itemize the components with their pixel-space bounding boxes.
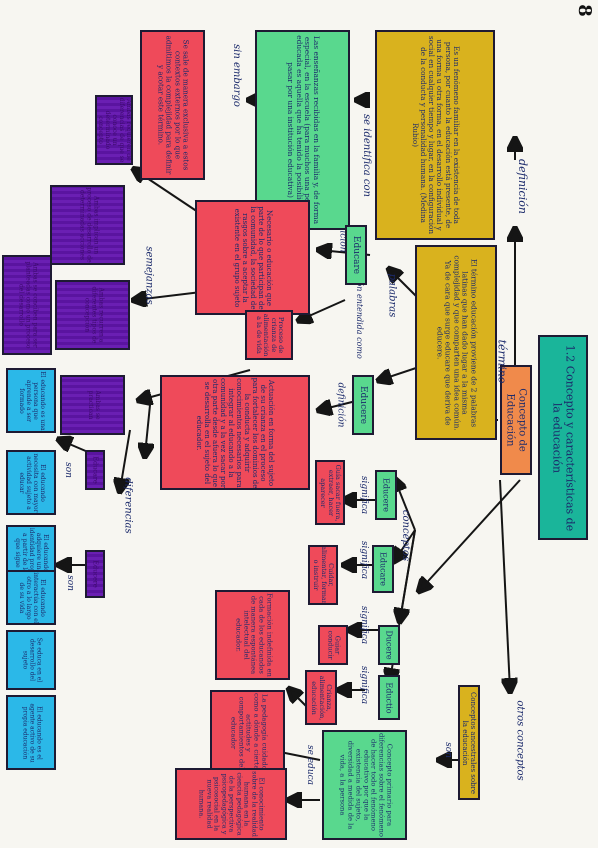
entendida-box: Proceso de crianza de alimentación a la …	[245, 310, 293, 360]
definition-box: Es un fenómeno familiar en la existencia…	[375, 30, 495, 240]
diferencia-4: El educando interactúa con el otro a lo …	[18, 571, 46, 624]
dif-educere-label: Educere	[91, 560, 100, 588]
semejanza-3: Ambas se conciben para ser planteadas co…	[17, 261, 39, 349]
c-ducere-label: Ducere	[384, 630, 394, 660]
c-eductio-box: Eductio	[378, 675, 400, 720]
c-educare-label: Educare	[378, 552, 388, 586]
identifica-text: Las enseñanzas recibidas en la familia y…	[285, 35, 321, 225]
label-definicion: definición	[515, 159, 529, 214]
label-significa-2: significa	[359, 540, 370, 580]
concept-box: Concepto de Educación	[500, 365, 532, 475]
definition-text: Es un fenómeno familiar en la existencia…	[410, 35, 461, 234]
educere-label: Educere	[358, 385, 369, 425]
c-educare-def: Cuidar, alimentar, formar o instruir	[312, 546, 336, 604]
otros-text: Concepto primario para diferencias sobre…	[337, 732, 393, 838]
c-educere-def-box: Guía sacar fuera, extraer, hacer aparece…	[315, 460, 345, 525]
termino-text: El término educación proviene de 2 palab…	[435, 254, 479, 431]
page-number: 8	[573, 4, 595, 17]
diferencia-box-1: El educando es una persona que aprende a…	[6, 368, 56, 433]
diferencia-2: El educando necesita con mayor actividad…	[18, 452, 46, 513]
diferencia-box-4: El educando interactúa con el otro a lo …	[6, 570, 56, 625]
educare-def-box: Necesario o educación que parte de lo qu…	[195, 200, 310, 315]
semejanza-1: Ambas requieren de diferencias de que se…	[97, 97, 133, 163]
c-educere-box: Educere	[375, 470, 397, 520]
otros-text-box: Concepto primario para diferencias sobre…	[322, 730, 407, 840]
dif-educare-label: Educare	[91, 456, 100, 484]
educare-label-box: Educare	[345, 225, 367, 285]
c-educare-def-box: Cuidar, alimentar, formar o instruir	[308, 545, 338, 605]
sin-embargo-text: Se sale de manera exclusiva a estos cont…	[156, 35, 191, 175]
pedagogia-text: La pedagogía cuidado, como a dónde a cie…	[228, 692, 269, 773]
identifica-box: Las enseñanzas recibidas en la familia y…	[255, 30, 350, 230]
educere-def-text: Actuación en forma del sujeto de su cria…	[194, 377, 276, 488]
label-son-2: son	[64, 575, 75, 591]
c-eductio-label: Eductio	[384, 681, 394, 714]
diferencia-box-6: El educando es el agente activo de su pr…	[6, 695, 56, 770]
semejanza-box-5: Ambas se practican	[60, 375, 125, 435]
semejanza-box-2: Ambas implican un proceso de desarrollo …	[50, 185, 125, 265]
label-definicion-educere: definición	[335, 382, 346, 428]
formacion-box: Formación indefinida en cada de los educ…	[215, 590, 290, 680]
otros-header-box: Conceptos ancestrales sobre la educación	[458, 685, 480, 800]
formacion-text: Formación indefinida en cada de los educ…	[233, 593, 274, 677]
dif-educere-box: Educere	[85, 550, 105, 598]
educere-label-box: Educere	[352, 375, 374, 435]
label-otros-conceptos: otros conceptos	[514, 700, 526, 781]
c-eductio-def-box: Crianza, alimentación, educación	[305, 670, 337, 725]
label-se-identifica: se identifica con	[360, 114, 372, 197]
c-ducere-box: Ducere	[378, 625, 400, 665]
diferencia-6: El educando es el agente activo de su pr…	[21, 702, 43, 763]
label-conceptos: conceptos	[400, 509, 412, 562]
c-eductio-def: Crianza, alimentación, educación	[310, 675, 334, 720]
label-termino: término	[495, 339, 509, 384]
semejanza-5: Ambas se practican	[86, 390, 101, 420]
semejanza-2: Ambas implican un proceso de desarrollo …	[78, 187, 99, 263]
c-educere-def: Guía sacar fuera, extraer, hacer aparece…	[319, 464, 343, 521]
educare-label: Educare	[351, 235, 362, 275]
conocimiento-text: El conocimiento sobre de la realidad hum…	[197, 771, 266, 837]
semejanza-box-4: Ambas recurren a diferentes tipos de con…	[55, 280, 130, 350]
semejanza-box-3: Ambas se conciben para ser planteadas co…	[2, 255, 52, 355]
otros-header-text: Conceptos ancestrales sobre la educación	[461, 691, 478, 794]
label-significa-4: significa	[359, 665, 370, 705]
educare-def-text: Necesario o educación que parte de lo qu…	[232, 205, 273, 310]
label-se-educa: se educa	[305, 744, 316, 786]
c-educare-box: Educare	[372, 545, 394, 593]
label-sin-embargo: sin embargo	[230, 44, 242, 107]
semejanza-4: Ambas recurren a diferentes tipos de con…	[83, 286, 104, 344]
c-ducere-def: Guiar conducir	[326, 630, 342, 660]
label-significa-1: significa	[359, 475, 370, 515]
label-palabras: palabras	[386, 273, 398, 318]
title-text: 1.2 Concepto y características de la edu…	[551, 344, 577, 531]
label-significa-3: significa	[359, 605, 370, 645]
termino-box: El término educación proviene de 2 palab…	[415, 245, 497, 440]
dif-educare-box: Educare	[85, 450, 105, 490]
semejanza-box-1: Ambas requieren de diferencias de que se…	[95, 95, 133, 165]
label-semejanzas: semejanzas	[143, 246, 155, 305]
sin-embargo-box: Se sale de manera exclusiva a estos cont…	[140, 30, 205, 180]
educere-def-box: Actuación en forma del sujeto de su cria…	[160, 375, 310, 490]
c-ducere-def-box: Guiar conducir	[318, 625, 348, 665]
label-son-1: son	[62, 462, 73, 478]
label-diferencias: diferencias	[122, 477, 134, 534]
label-son: son	[442, 742, 453, 758]
diferencia-box-5: Se educa en el desarrollo del sujeto	[6, 630, 56, 690]
pedagogia-box: La pedagogía cuidado, como a dónde a cie…	[210, 690, 285, 775]
diferencia-box-2: El educando necesita con mayor actividad…	[6, 450, 56, 515]
entendida-text: Proceso de crianza de alimentación a la …	[254, 313, 285, 357]
title-box: 1.2 Concepto y características de la edu…	[538, 335, 588, 540]
c-educere-label: Educere	[381, 478, 391, 512]
diferencia-5: Se educa en el desarrollo del sujeto	[21, 637, 43, 683]
conocimiento-box: El conocimiento sobre de la realidad hum…	[175, 768, 287, 840]
diferencia-1: El educando es una persona que aprende a…	[18, 370, 46, 431]
